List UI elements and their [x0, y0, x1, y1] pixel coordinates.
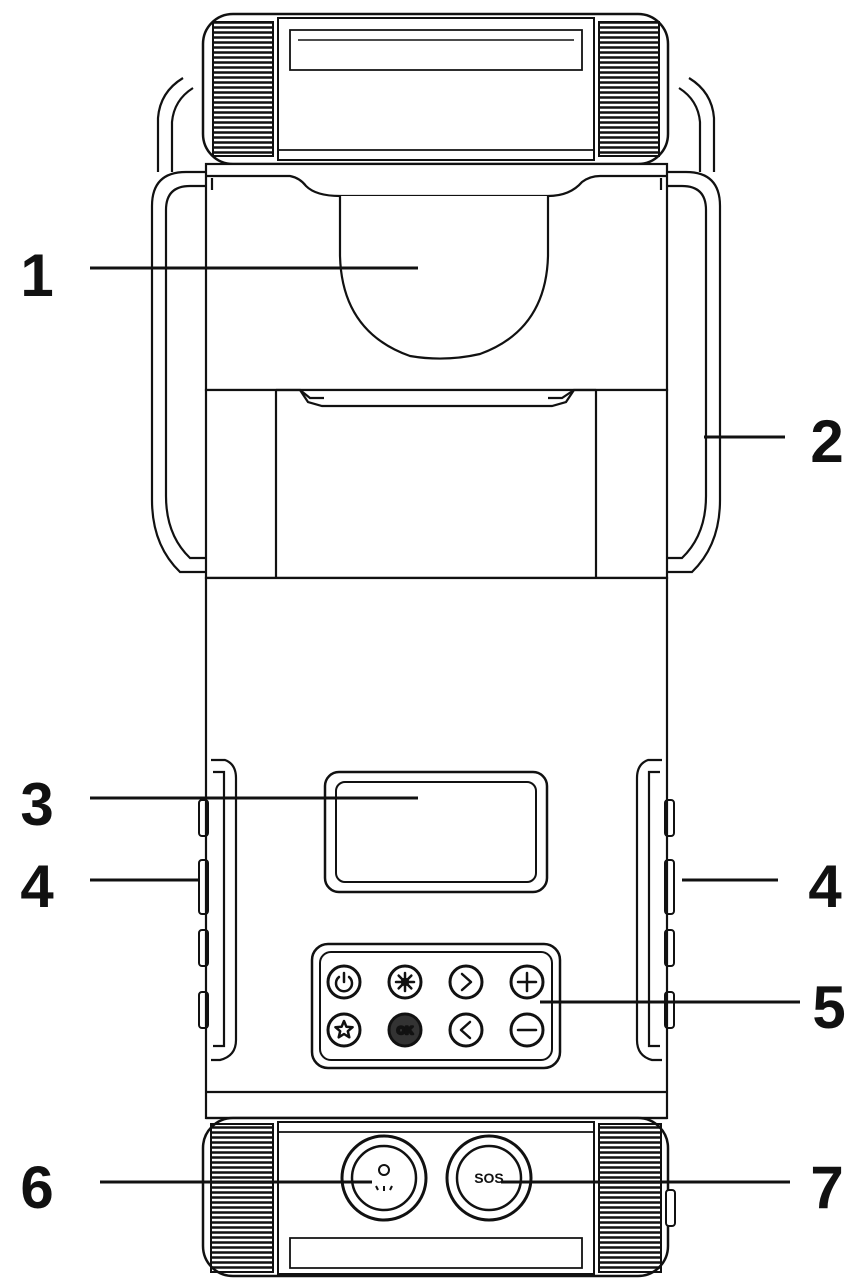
light-icon — [375, 1164, 393, 1191]
callout-lines — [90, 266, 800, 1184]
callout-7: 7 — [810, 1154, 843, 1221]
bottom-cap — [201, 1116, 676, 1278]
keypad-button-snowflake[interactable] — [387, 964, 423, 1000]
light-button[interactable] — [340, 1134, 428, 1222]
keypad-button-chevron-right[interactable] — [448, 964, 484, 1000]
control-keypad — [310, 942, 562, 1070]
snowflake-icon — [394, 971, 416, 993]
star-icon — [334, 1019, 354, 1039]
keypad-button-chevron-left[interactable] — [448, 1012, 484, 1048]
keypad-button-minus[interactable] — [509, 1012, 545, 1048]
callout-4-right: 4 — [808, 853, 842, 920]
chevron-left-icon — [459, 1020, 472, 1040]
keypad-button-plus[interactable] — [509, 964, 545, 1000]
side-ports-left — [198, 799, 209, 1029]
callout-6: 6 — [20, 1154, 53, 1221]
callout-3: 3 — [20, 771, 53, 838]
top-cap — [201, 12, 670, 166]
display-screen — [323, 770, 549, 894]
power-icon — [334, 971, 354, 993]
dome-lamp — [338, 196, 550, 360]
keypad-buttons: OK — [326, 964, 545, 1048]
callout-1: 1 — [20, 242, 53, 309]
sos-label: SOS — [474, 1170, 504, 1186]
chevron-right-icon — [460, 972, 473, 992]
side-ports-right — [664, 799, 675, 1029]
plus-icon — [516, 971, 538, 993]
keypad-button-power[interactable] — [326, 964, 362, 1000]
callout-4-left: 4 — [20, 853, 54, 920]
ok-label: OK — [397, 1025, 414, 1037]
callout-5: 5 — [812, 974, 845, 1041]
callout-2: 2 — [810, 408, 843, 475]
keypad-button-ok[interactable]: OK — [387, 1012, 423, 1048]
ok-icon: OK — [396, 1024, 415, 1039]
sos-button[interactable]: SOS — [445, 1134, 533, 1222]
carry-handle — [150, 77, 722, 574]
keypad-button-star[interactable] — [326, 1012, 362, 1048]
